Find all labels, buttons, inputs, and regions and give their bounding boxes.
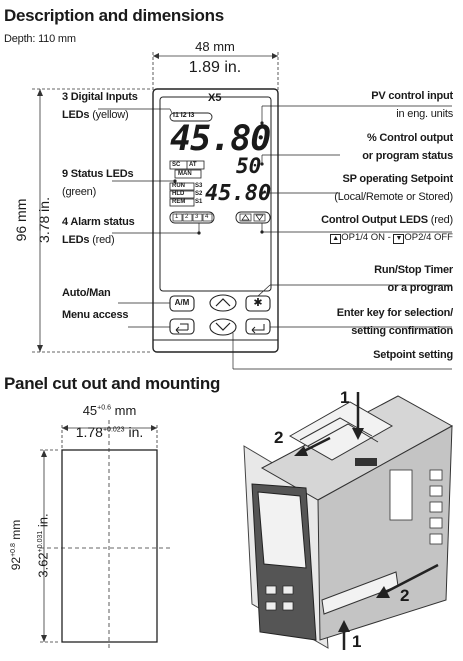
di-led-label: I2 <box>180 112 187 119</box>
alarm-led-3: 3 <box>195 214 199 220</box>
label-setpoint-setting: Setpoint setting <box>373 349 453 361</box>
status-led-s1: S1 <box>195 199 203 205</box>
di-led-label: I1 <box>173 112 179 119</box>
status-led-at: AT <box>189 162 197 168</box>
label-pv-units: in eng. units <box>396 108 453 120</box>
alarm-led-2: 2 <box>185 214 189 220</box>
label-setting-confirmation: setting confirmation <box>351 325 453 337</box>
label-digital-inputs-leds: LEDs (yellow) <box>62 109 129 121</box>
status-led-s3: S3 <box>195 183 203 189</box>
section-title-dimensions: Description and dimensions <box>4 6 224 25</box>
output-display: 50 <box>236 154 262 178</box>
status-led-man: MAN <box>178 171 192 177</box>
label-or-program: or a program <box>387 282 454 294</box>
cutout-width-in: 1.78+0.023 in. <box>75 424 144 440</box>
cutout-height-in: 3.62+0.031 in. <box>35 513 51 578</box>
label-control-output-leds: Control Output LEDS (red) <box>321 214 453 226</box>
label-control-output: % Control output <box>367 132 453 144</box>
status-led-s2: S2 <box>195 191 203 197</box>
label-op-states: ▲OP1/4 ON - ▼OP2/4 OFF <box>330 232 453 244</box>
label-status-leds-color: (green) <box>62 186 97 198</box>
label-status-leds: 9 Status LEDs <box>62 168 134 180</box>
alarm-led-4: 4 <box>205 214 209 220</box>
cutout-width-mm: 45+0.6 mm <box>82 403 137 418</box>
di-led-labels: I1 I2 I3 <box>173 112 194 119</box>
section-title-panel-cutout: Panel cut out and mounting <box>4 374 221 393</box>
alarm-led-1: 1 <box>175 214 179 220</box>
auto-man-key[interactable]: A/M <box>174 298 190 307</box>
label-alarm-status-leds: LEDs (red) <box>62 234 115 246</box>
label-run-stop-timer: Run/Stop Timer <box>374 264 453 276</box>
step-1-bottom: 1 <box>352 632 362 651</box>
label-auto-man: Auto/Man <box>62 287 111 299</box>
device-drawing <box>32 52 452 370</box>
label-digital-inputs: 3 Digital Inputs <box>62 91 138 103</box>
step-2-bottom: 2 <box>400 586 410 605</box>
up-arrow-icon: ▲ <box>330 234 342 244</box>
pv-display: 45.80 <box>170 119 271 159</box>
label-sp-source: (Local/Remote or Stored) <box>334 191 453 203</box>
model-label: X5 <box>208 92 222 104</box>
depth-label: Depth: 110 mm <box>4 33 76 45</box>
label-sp-operating: SP operating Setpoint <box>342 173 454 185</box>
step-2-top: 2 <box>274 428 284 447</box>
label-program-status: or program status <box>362 150 453 162</box>
status-led-sc: SC <box>172 162 181 168</box>
status-led-run: RUN <box>172 183 185 189</box>
down-arrow-icon: ▼ <box>393 234 405 244</box>
di-led-label: I3 <box>188 112 195 119</box>
label-pv-input: PV control input <box>371 90 453 102</box>
status-led-hld: HLD <box>172 191 185 197</box>
label-menu-access: Menu access <box>62 309 129 321</box>
cutout-height-mm: 92+0.8 mm <box>9 519 23 571</box>
width-in-label: 1.89 in. <box>188 59 242 76</box>
step-1-top: 1 <box>340 388 350 407</box>
sp-display: 45.80 <box>205 181 272 206</box>
width-mm-label: 48 mm <box>195 39 235 54</box>
star-key[interactable]: ✱ <box>253 297 263 309</box>
label-alarm-status: 4 Alarm status <box>62 216 135 228</box>
label-enter-key: Enter key for selection/ <box>336 307 453 319</box>
status-led-rem: REM <box>172 199 186 205</box>
